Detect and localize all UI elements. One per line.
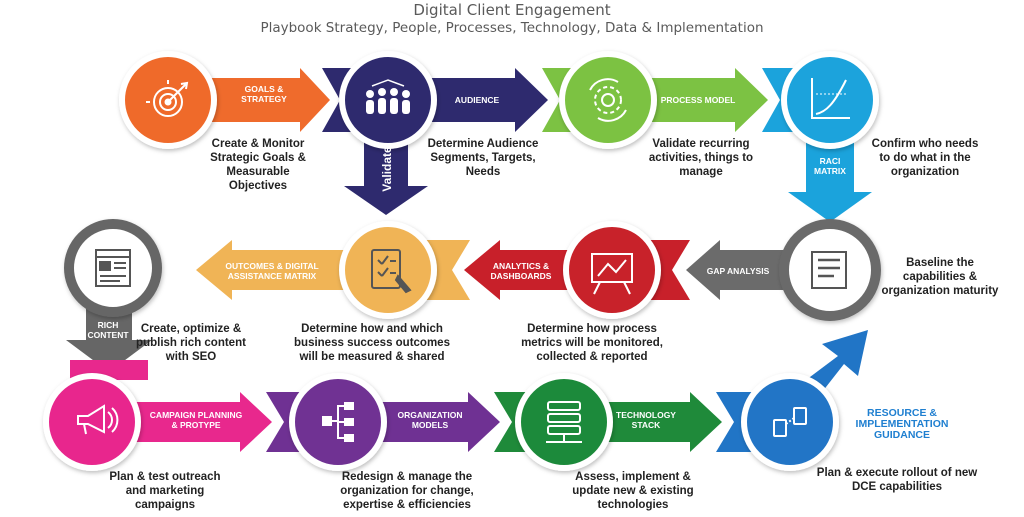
chart-graph-icon bbox=[811, 78, 850, 119]
campaign-arrow bbox=[110, 392, 272, 452]
audience-circle bbox=[339, 51, 437, 149]
analytics-arrow bbox=[464, 240, 572, 300]
rich-content-step bbox=[64, 219, 162, 372]
validate-arrow bbox=[344, 130, 428, 215]
gap-desc: Baseline the capabilities & organization… bbox=[881, 257, 999, 297]
org-models-arrow bbox=[350, 392, 500, 452]
gears-icon bbox=[589, 78, 627, 122]
org-chart-icon bbox=[322, 402, 354, 442]
gap-arrow bbox=[686, 240, 790, 300]
connected-devices-icon bbox=[773, 407, 807, 437]
process-model-label: PROCESS MODEL bbox=[660, 95, 736, 105]
page-subtitle: Playbook Strategy, People, Processes, Te… bbox=[260, 20, 764, 36]
campaign-desc: Plan & test outreach and marketing campa… bbox=[109, 471, 221, 511]
audience-arrow bbox=[400, 68, 548, 132]
gap-analysis-step bbox=[686, 219, 881, 321]
presentation-chart-icon bbox=[591, 253, 633, 295]
page-title: Digital Client Engagement bbox=[413, 1, 611, 19]
campaign-step bbox=[43, 360, 272, 471]
outcomes-arrow bbox=[196, 240, 345, 300]
goals-arrow bbox=[180, 68, 330, 132]
raci-label: RACI MATRIX bbox=[814, 156, 846, 176]
analytics-label: ANALYTICS & DASHBOARDS bbox=[490, 261, 552, 281]
campaign-label: CAMPAIGN PLANNING & PROTYPE bbox=[149, 410, 243, 430]
tech-stack-arrow bbox=[580, 392, 722, 452]
audience-step bbox=[322, 51, 548, 215]
process-model-arrow bbox=[620, 68, 768, 132]
server-stack-icon bbox=[546, 401, 582, 443]
resource-step bbox=[716, 330, 868, 471]
target-icon bbox=[146, 80, 189, 117]
audience-desc: Determine Audience Segments, Targets, Ne… bbox=[427, 138, 539, 178]
tech-stack-label: TECHNOLOGY STACK bbox=[616, 410, 676, 430]
tech-stack-desc: Assess, implement & update new & existin… bbox=[572, 471, 694, 511]
raci-desc: Confirm who needs to do what in the orga… bbox=[871, 138, 979, 178]
analytics-circle bbox=[563, 221, 661, 319]
people-group-icon bbox=[366, 79, 410, 114]
resource-desc: Plan & execute rollout of new DCE capabi… bbox=[816, 467, 978, 493]
gap-analysis-label: GAP ANALYSIS bbox=[706, 266, 770, 276]
process-model-step bbox=[542, 51, 768, 149]
audience-label: AUDIENCE bbox=[454, 95, 500, 105]
document-lines-icon bbox=[811, 251, 847, 289]
rich-content-label: RICH CONTENT bbox=[87, 320, 129, 340]
analytics-desc: Determine how process metrics will be mo… bbox=[521, 323, 663, 363]
megaphone-icon bbox=[77, 404, 119, 435]
org-models-label: ORGANIZATION MODELS bbox=[397, 410, 463, 430]
raci-circle bbox=[781, 51, 879, 149]
process-model-desc: Validate recurring activities, things to… bbox=[648, 138, 754, 178]
rich-content-circle bbox=[64, 219, 162, 317]
outcomes-step bbox=[196, 221, 470, 319]
outcomes-circle bbox=[339, 221, 437, 319]
outcomes-desc: Determine how and which business success… bbox=[294, 323, 450, 363]
outcomes-label: OUTCOMES & DIGITAL ASSISTANCE MATRIX bbox=[225, 261, 319, 281]
campaign-circle bbox=[43, 373, 141, 471]
checklist-icon bbox=[371, 249, 412, 294]
rich-content-desc: Create, optimize & publish rich content … bbox=[136, 323, 246, 363]
goals-desc: Create & Monitor Strategic Goals & Measu… bbox=[210, 138, 306, 192]
web-page-icon bbox=[95, 249, 131, 287]
analytics-step bbox=[464, 221, 690, 319]
raci-step bbox=[762, 51, 879, 222]
resource-label: RESOURCE & IMPLEMENTATION GUIDANCE bbox=[855, 407, 949, 441]
goals-label: GOALS & STRATEGY bbox=[241, 84, 287, 104]
process-model-circle bbox=[559, 51, 657, 149]
raci-arrow bbox=[788, 120, 872, 222]
org-models-desc: Redesign & manage the organization for c… bbox=[340, 471, 474, 511]
gap-circle bbox=[779, 219, 881, 321]
validate-label: Validate bbox=[380, 146, 394, 192]
